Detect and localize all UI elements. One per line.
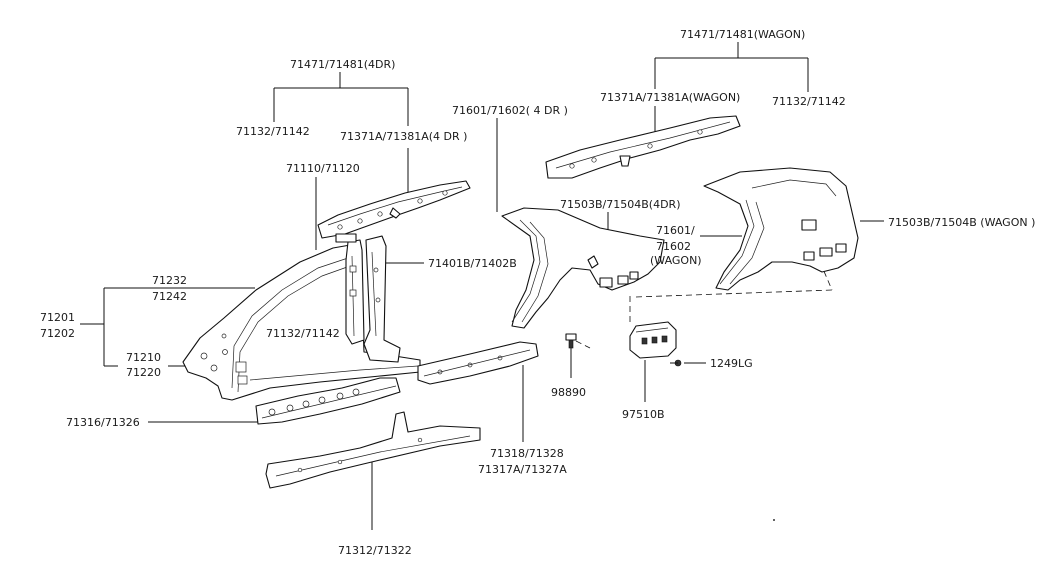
label-71601-4dr: 71601/71602( 4 DR ) — [452, 104, 568, 117]
quarter-panel-4dr — [501, 207, 665, 329]
label-71318: 71318/71328 — [490, 447, 564, 460]
label-71110: 71110/71120 — [286, 162, 360, 175]
label-71503-4dr: 71503B/71504B(4DR) — [560, 198, 680, 211]
quarter-panel-wagon — [703, 167, 859, 291]
label-71371-wagon: 71371A/71381A(WAGON) — [600, 91, 740, 104]
roof-rail-wagon — [545, 115, 741, 179]
label-71132-wagon: 71132/71142 — [772, 95, 846, 108]
label-1249lg: 1249LG — [710, 357, 753, 370]
label-71317: 71317A/71327A — [478, 463, 567, 476]
label-71371-4dr: 71371A/71381A(4 DR ) — [340, 130, 467, 143]
part-labels: 71471/71481(4DR) 71132/71142 71371A/7138… — [40, 28, 1035, 557]
label-71201: 71201 — [40, 311, 75, 324]
outer-sill-4dr — [265, 411, 481, 489]
label-71471-wagon: 71471/71481(WAGON) — [680, 28, 805, 41]
label-71312: 71312/71322 — [338, 544, 412, 557]
bracket-97510b — [629, 321, 677, 359]
inner-rocker-4dr — [255, 377, 401, 425]
label-71601-wagon-line1: 71601/ — [656, 224, 695, 237]
label-71401: 71401B/71402B — [428, 257, 517, 270]
label-71601-wagon-line2: 71602 — [656, 240, 691, 253]
label-98890: 98890 — [551, 386, 586, 399]
label-71242: 71242 — [152, 290, 187, 303]
label-97510b: 97510B — [622, 408, 665, 421]
label-71316: 71316/71326 — [66, 416, 140, 429]
label-71220: 71220 — [126, 366, 161, 379]
label-71601-wagon-line3: (WAGON) — [650, 254, 702, 267]
center-pillar-4dr — [335, 233, 401, 363]
label-71232: 71232 — [152, 274, 187, 287]
label-71202: 71202 — [40, 327, 75, 340]
label-71471-4dr: 71471/71481(4DR) — [290, 58, 395, 71]
clip-98890 — [565, 333, 577, 349]
inner-rear-member — [417, 341, 539, 385]
label-71132-lower: 71132/71142 — [266, 327, 340, 340]
label-71132-upper-4dr: 71132/71142 — [236, 125, 310, 138]
label-71210: 71210 — [126, 351, 161, 364]
label-71503-wagon: 71503B/71504B (WAGON ) — [888, 216, 1035, 229]
roof-rail-4dr — [317, 180, 471, 239]
screw-1249lg — [670, 359, 682, 367]
stray-dot — [773, 519, 775, 521]
